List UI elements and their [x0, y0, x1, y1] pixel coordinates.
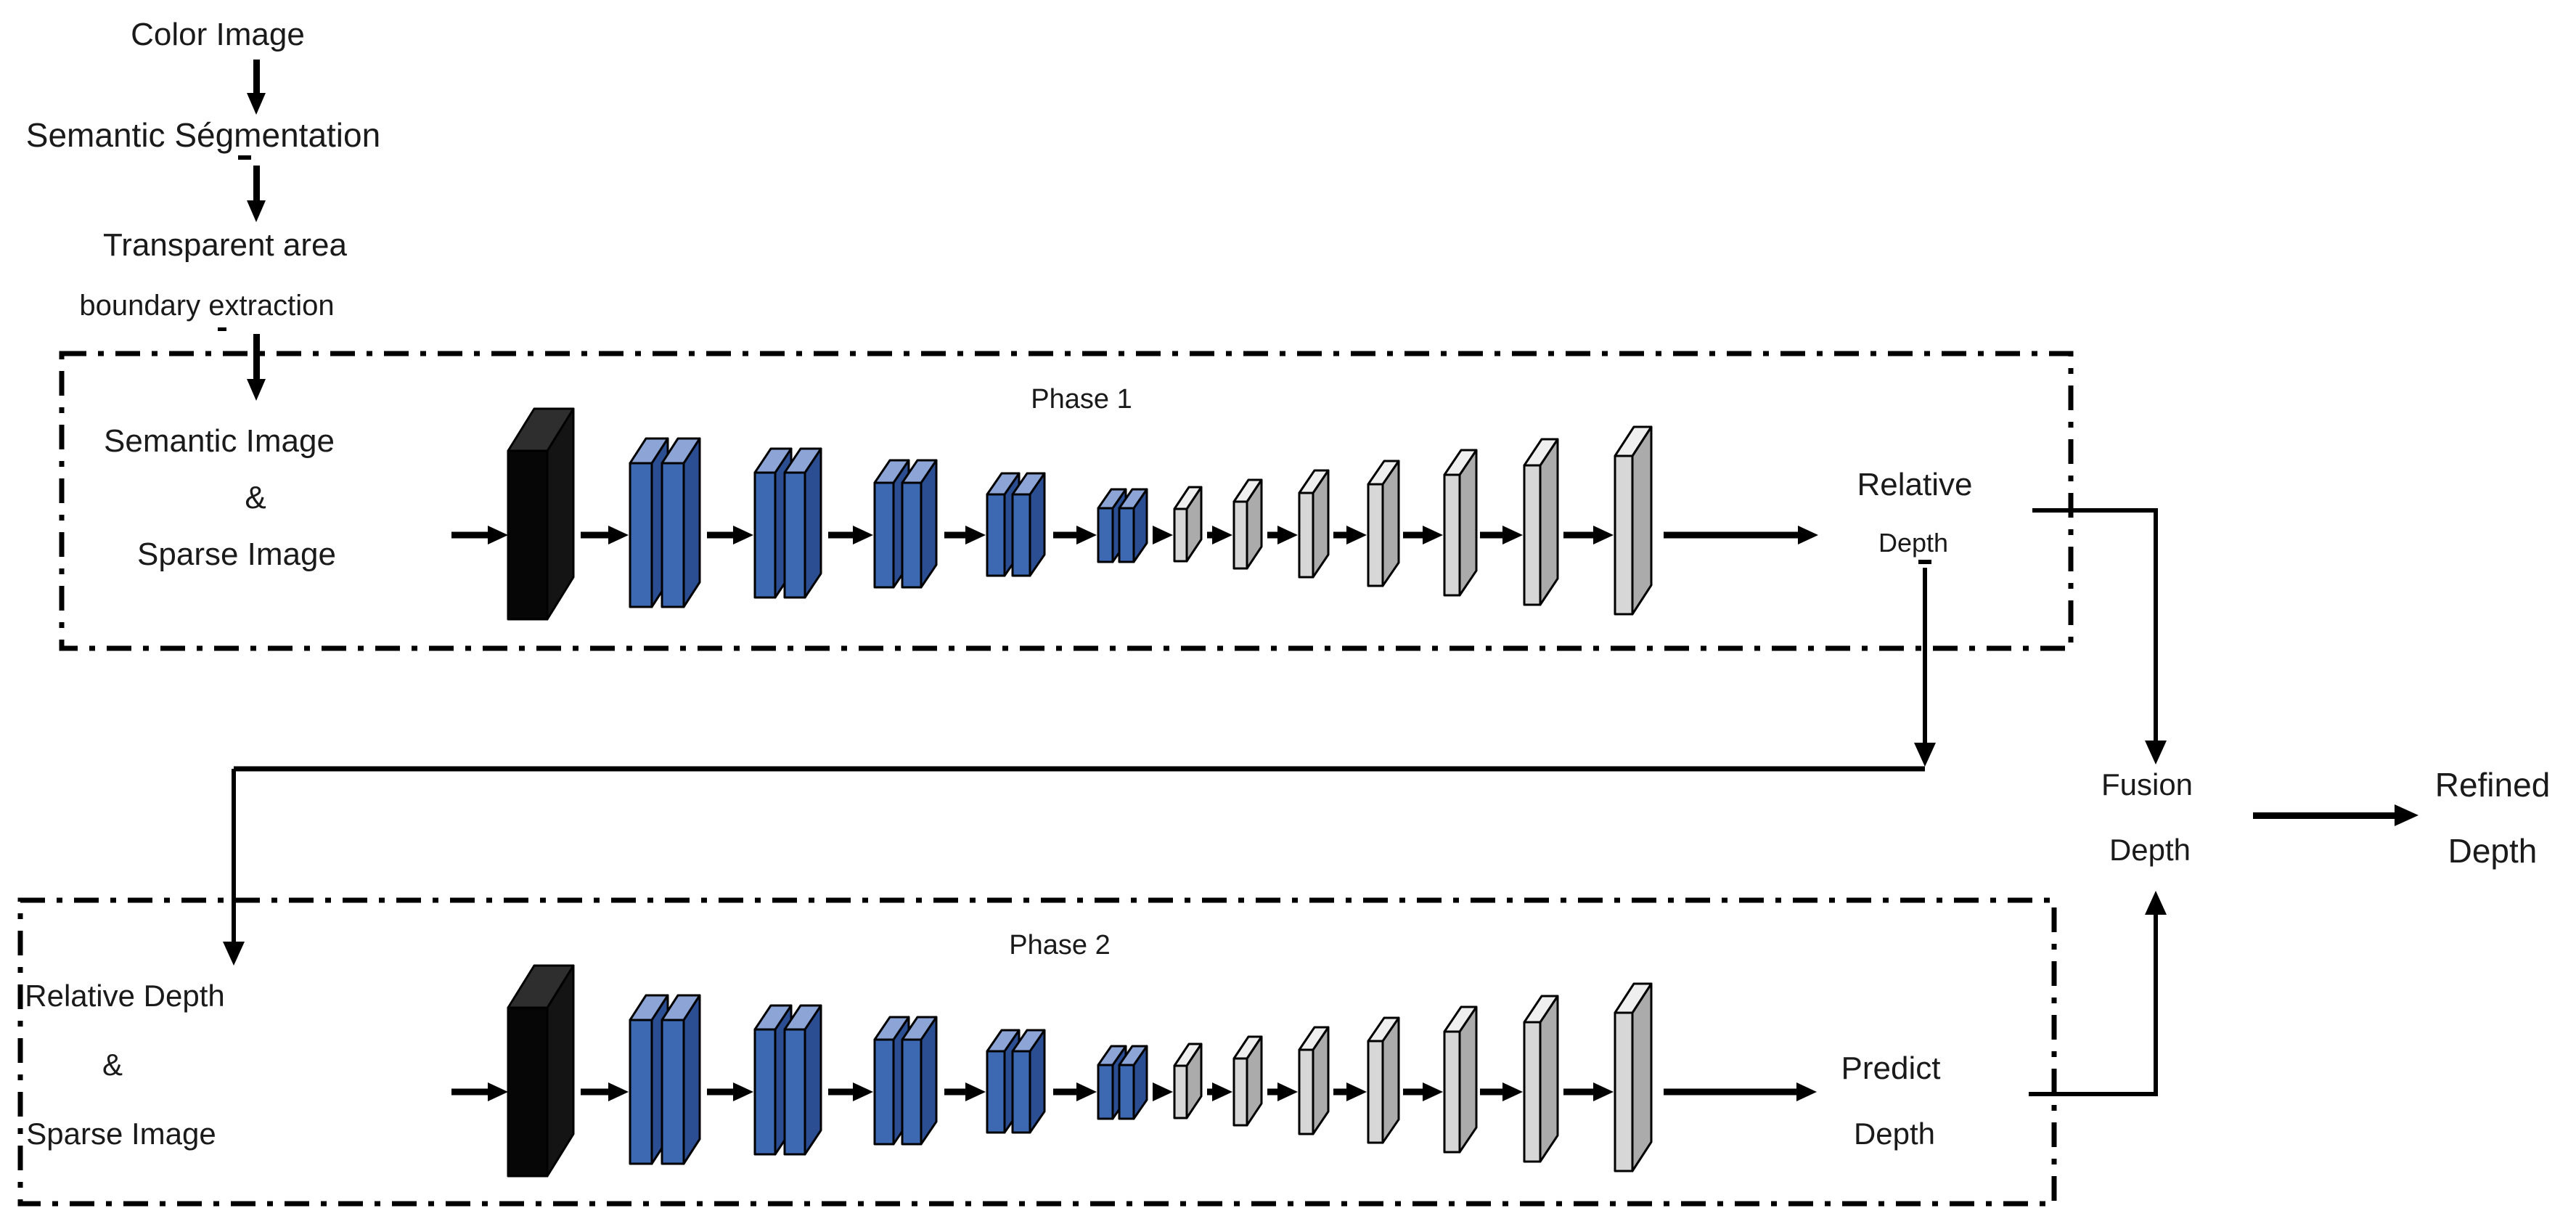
arrow-color-to-segmentation [247, 60, 266, 115]
connector-relative-to-phase2 [223, 568, 1936, 966]
phase1-input-line2: Sparse Image [137, 537, 336, 572]
phase2-input-line2: Sparse Image [26, 1117, 216, 1151]
phase1-box [59, 351, 2074, 651]
phase2-box [17, 897, 2057, 1207]
phase1-input-label: Semantic Image & Sparse Image [104, 423, 336, 572]
arrow-fusion-to-refined [2253, 804, 2418, 826]
phase1-output-line2: Depth [1878, 528, 1948, 558]
stray-tick-1 [238, 155, 251, 160]
stray-tick-3 [1918, 560, 1931, 564]
semantic-segmentation-label: Semantic Ségmentation [26, 116, 380, 154]
stray-tick-2 [218, 327, 226, 331]
phase1-input-line1: Semantic Image [104, 423, 335, 459]
phase1-network [451, 407, 1818, 621]
phase1-input-amp: & [245, 480, 266, 515]
phase2-input-line1: Relative Depth [25, 979, 224, 1013]
phase2-network [451, 964, 1817, 1178]
phase2-input-amp: & [102, 1048, 123, 1082]
phase2-output-line1: Predict [1841, 1051, 1941, 1086]
phase2-title: Phase 2 [1009, 930, 1110, 960]
phase1-title: Phase 1 [1031, 384, 1132, 415]
color-image-label: Color Image [131, 17, 305, 52]
connector-predict-to-fusion [2029, 891, 2167, 1096]
transparent-area-label-line2: boundary extraction [79, 290, 334, 322]
arrow-segmentation-to-transparent [247, 166, 266, 222]
fusion-label-line1: Fusion [2101, 767, 2193, 801]
phase2-input-label: Relative Depth & Sparse Image [25, 979, 224, 1151]
phase2-output-line2: Depth [1854, 1117, 1935, 1151]
refined-label-line1: Refined [2435, 766, 2551, 804]
transparent-area-label-line1: Transparent area [103, 227, 347, 263]
phase1-output-line1: Relative [1857, 467, 1973, 502]
fusion-label-line2: Depth [2109, 833, 2191, 867]
arrow-into-phase1 [247, 334, 266, 401]
connector-relative-to-fusion [2032, 508, 2167, 764]
refined-label-line2: Depth [2448, 832, 2538, 870]
